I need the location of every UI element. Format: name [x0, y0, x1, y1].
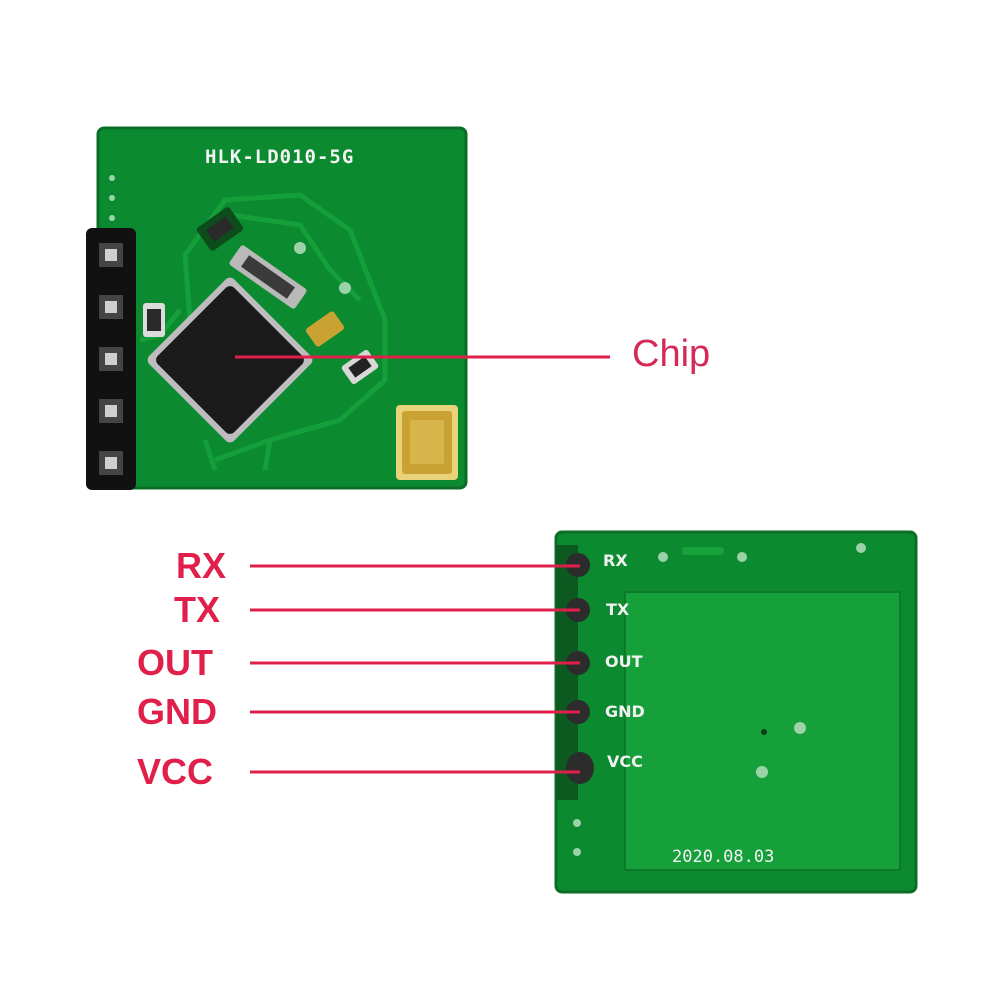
silk-pin-rx: RX	[603, 551, 628, 570]
silk-pin-gnd: GND	[605, 702, 645, 721]
callout-gnd: GND	[137, 691, 217, 732]
smd-component	[229, 245, 307, 309]
front-board	[86, 126, 468, 490]
callout-vcc: VCC	[137, 751, 214, 792]
smd-component	[305, 311, 345, 347]
callout-rx: RX	[176, 545, 227, 586]
silk-pin-out: OUT	[605, 652, 643, 671]
smd-component	[143, 303, 165, 337]
model-silkscreen: HLK-LD010-5G	[205, 146, 355, 168]
chip	[147, 277, 313, 443]
callout-out: OUT	[137, 642, 213, 683]
crystal	[396, 405, 458, 480]
pin-header-front	[86, 228, 136, 490]
chip-callout-label: Chip	[632, 333, 711, 375]
date-silkscreen: 2020.08.03	[672, 847, 775, 867]
silk-pin-tx: TX	[606, 600, 630, 619]
callout-tx: TX	[174, 589, 221, 630]
pin-callout-lines	[250, 564, 580, 774]
silk-pin-vcc: VCC	[607, 752, 643, 771]
smd-component	[196, 207, 244, 251]
